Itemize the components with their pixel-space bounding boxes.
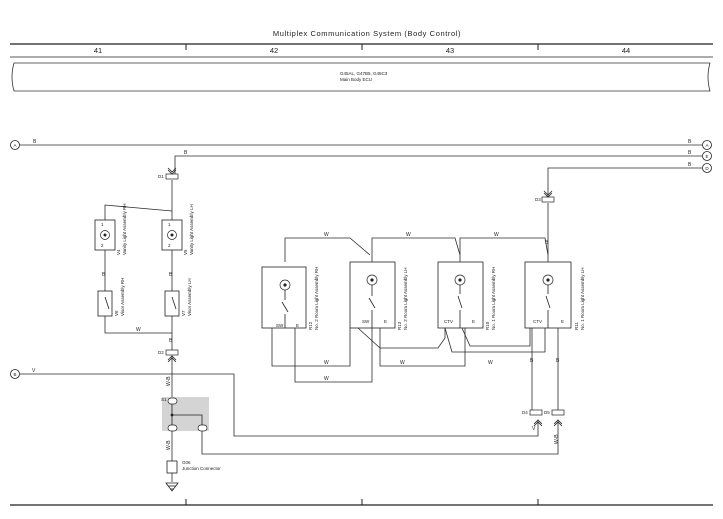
connector-chevrons [167, 167, 563, 427]
svg-text:B: B [556, 358, 560, 364]
svg-text:W: W [400, 360, 405, 366]
svg-text:B: B [688, 139, 692, 145]
terminal-a-right: A [702, 140, 712, 150]
component-code: R11 [574, 322, 579, 330]
svg-text:W-B: W-B [166, 376, 172, 386]
terminal-a: A [10, 140, 20, 150]
component-code: R10 [485, 321, 490, 330]
svg-text:B: B [169, 272, 173, 278]
terminal-b: B [10, 369, 20, 379]
svg-text:W: W [488, 360, 493, 366]
component-name: Visor Assembly RH [120, 278, 125, 316]
svg-text:E: E [472, 319, 475, 324]
svg-text:B: B [545, 240, 549, 246]
svg-text:B: B [688, 150, 692, 156]
connector-label: D3 [535, 197, 541, 202]
svg-text:CTV: CTV [533, 319, 542, 324]
room-light-2-lh: SW E [349, 261, 396, 329]
visor-lh [164, 290, 180, 317]
component-name: No. 2 Room Light Assembly RH [314, 267, 319, 330]
svg-text:E: E [561, 319, 564, 324]
component-code: V6 [114, 310, 119, 316]
svg-text:V: V [32, 368, 36, 374]
component-name: No. 1 Room Light Assembly RH [491, 267, 496, 330]
vanity-light-rh: 12 [94, 219, 116, 251]
svg-text:W: W [406, 232, 411, 238]
wires [20, 144, 702, 482]
connector-label: D1 [158, 174, 164, 179]
svg-text:D: D [705, 166, 709, 171]
junction-connector-box [166, 460, 178, 474]
component-code: V5 [183, 249, 188, 255]
svg-text:A: A [705, 143, 708, 148]
svg-text:1: 1 [168, 222, 171, 227]
column-label: 44 [622, 46, 630, 55]
vanity-light-lh: 12 [161, 219, 183, 251]
svg-text:V: V [532, 426, 536, 432]
svg-text:B: B [184, 150, 188, 156]
ecu-name: Main Body ECU [340, 77, 372, 82]
svg-text:B: B [102, 272, 106, 278]
component-code: V4 [116, 249, 121, 255]
svg-text:2: 2 [101, 243, 104, 248]
svg-text:E: E [705, 154, 708, 159]
svg-text:W: W [136, 327, 141, 333]
connectors [165, 173, 565, 416]
component-name: Vanity Light Assembly LH [189, 204, 194, 255]
svg-text:E: E [296, 323, 299, 328]
junction-block [162, 397, 209, 432]
svg-text:A: A [13, 143, 16, 148]
svg-text:B: B [13, 372, 16, 377]
svg-text:B: B [169, 338, 173, 344]
page-title: Multiplex Communication System (Body Con… [273, 29, 461, 38]
svg-text:B: B [33, 139, 37, 145]
svg-text:W-B: W-B [166, 440, 172, 450]
wire-labels: B B B B B B B W B V W W W B W W W W B B … [32, 139, 692, 450]
connector-label: D5 [544, 410, 550, 415]
visor-rh [97, 290, 113, 317]
component-name: Visor Assembly LH [187, 278, 192, 316]
ecu-band: G45AL, G47B5, G45C3 Main Body ECU [11, 62, 711, 92]
junction-name: Junction Connector [182, 466, 221, 471]
svg-text:2: 2 [168, 243, 171, 248]
svg-text:W: W [324, 360, 329, 366]
connector-label: D2 [158, 350, 164, 355]
ground-icon [165, 482, 179, 492]
column-label: 42 [270, 46, 278, 55]
room-light-1-lh: CTV E [524, 261, 572, 329]
component-name: Vanity Light Assembly RH [122, 204, 127, 255]
svg-text:SW: SW [276, 323, 284, 328]
column-label: 43 [446, 46, 454, 55]
component-name: No. 1 Room Light Assembly LH [580, 267, 585, 330]
ecu-codes: G45AL, G47B5, G45C3 [340, 71, 388, 76]
component-code: R12 [308, 321, 313, 330]
terminal-d: D [702, 163, 712, 173]
svg-text:SW: SW [362, 319, 370, 324]
column-label: 41 [94, 46, 102, 55]
connector-label: S1 [161, 397, 167, 402]
svg-text:B: B [530, 358, 534, 364]
svg-text:W: W [494, 232, 499, 238]
svg-text:1: 1 [101, 222, 104, 227]
room-light-1-rh: CTV E [437, 261, 484, 329]
room-light-2-rh: SW E [261, 266, 307, 329]
terminal-e: E [702, 151, 712, 161]
svg-text:CTV: CTV [444, 319, 453, 324]
component-name: No. 2 Room Light Assembly LH [403, 267, 408, 330]
junction-code: G06 [182, 460, 191, 465]
svg-text:B: B [688, 162, 692, 168]
component-code: R13 [397, 321, 402, 330]
svg-text:W: W [324, 232, 329, 238]
connector-label: D4 [522, 410, 528, 415]
svg-text:W-B: W-B [554, 434, 560, 444]
svg-text:W: W [324, 376, 329, 382]
component-code: V7 [181, 310, 186, 316]
svg-text:E: E [384, 319, 387, 324]
